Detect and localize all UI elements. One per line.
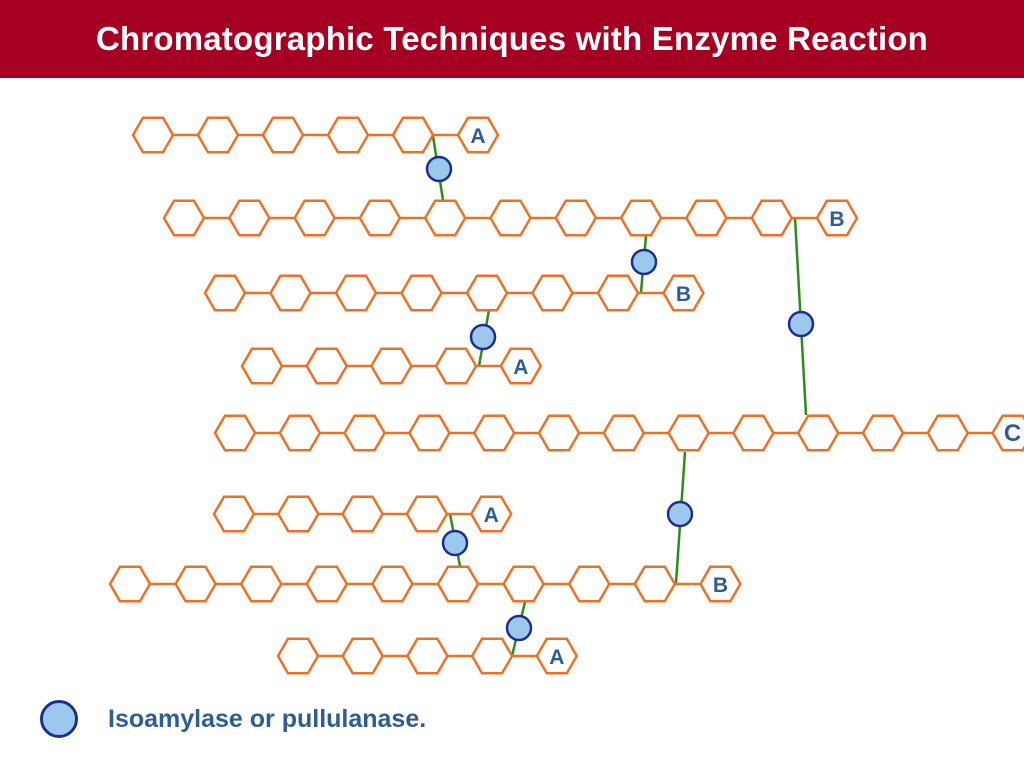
glucose-unit-hexagon [472,414,516,452]
glucose-unit-hexagon [662,274,705,312]
glucose-unit-hexagon [293,199,337,237]
glucose-unit-hexagon [261,116,305,154]
glucose-unit-hexagon [499,347,543,385]
glucose-unit-hexagon [537,414,581,452]
glucose-unit-hexagon [596,274,640,312]
glucose-unit-hexagon [796,414,840,452]
glucose-unit-hexagon [731,414,775,452]
glucose-unit-hexagon [370,565,414,603]
glucose-unit-hexagon [535,637,579,675]
glucose-unit-hexagon [815,199,859,237]
glucose-unit-hexagon [305,565,349,603]
enzyme-cleavage-site-2 [630,248,658,276]
glucose-unit-hexagon [278,414,322,452]
enzyme-cleavage-site-4 [787,310,815,338]
glucose-unit-hexagon [343,414,387,452]
glucose-unit-hexagon [405,637,449,675]
glucose-unit-hexagon [131,116,175,154]
glucose-unit-hexagon [469,495,513,533]
legend: Isoamylase or pullulanase. [40,696,426,742]
enzyme-cleavage-site-7 [505,614,533,642]
glucose-unit-hexagon [405,495,449,533]
glucose-unit-hexagon [227,199,271,237]
enzyme-cleavage-site-5 [666,500,694,528]
glucose-unit-hexagon [750,199,794,237]
glucose-unit-hexagon [269,274,312,312]
glucose-unit-hexagon [334,274,378,312]
glucose-unit-hexagon [276,495,320,533]
chain-label-1: A [470,125,485,148]
glucose-unit-hexagon [108,565,152,603]
chain-label-2: B [829,208,844,231]
glucose-unit-hexagon [633,565,677,603]
glucose-unit-hexagon [213,414,257,452]
glucose-unit-hexagon [174,565,218,603]
glucose-unit-hexagon [341,495,385,533]
glucose-unit-hexagon [470,637,514,675]
glucose-unit-hexagon [305,347,349,385]
glucose-unit-hexagon [554,199,598,237]
glucose-unit-hexagon [358,199,402,237]
chain-label-4: A [513,356,528,379]
glucose-unit-hexagon [212,495,256,533]
enzyme-cleavage-site-6 [441,529,469,557]
glucose-unit-hexagon [240,347,284,385]
page-title: Chromatographic Techniques with Enzyme R… [95,20,929,57]
glucose-unit-hexagon [203,274,247,312]
enzyme-legend-icon [40,700,78,738]
glucose-unit-hexagon [698,565,742,603]
glucose-unit-hexagon [465,274,509,312]
glucose-unit-hexagon [400,274,443,312]
glucose-unit-hexagon [619,199,663,237]
glucose-unit-hexagon [162,199,206,237]
glucose-unit-hexagon [276,637,320,675]
enzyme-cleavage-site-1 [425,155,453,183]
glucose-unit-hexagon [991,414,1024,452]
chain-label-8: A [549,646,564,669]
glucose-unit-hexagon [456,116,500,154]
glucose-unit-hexagon [567,565,611,603]
title-bar: Chromatographic Techniques with Enzyme R… [0,0,1024,78]
glucose-unit-hexagon [239,565,283,603]
glucose-unit-hexagon [602,414,646,452]
glucose-unit-hexagon [196,116,240,154]
glucose-unit-hexagon [436,565,480,603]
glucose-unit-hexagon [861,414,905,452]
glucose-unit-hexagon [489,199,532,237]
glucose-unit-hexagon [667,414,711,452]
chain-label-5: C [1004,420,1021,447]
glucose-unit-hexagon [369,347,413,385]
glucose-unit-hexagon [407,414,451,452]
glucose-unit-hexagon [531,274,574,312]
legend-label: Isoamylase or pullulanase. [108,704,427,733]
chain-label-3: B [676,283,691,306]
glucose-unit-hexagon [391,116,435,154]
glucose-unit-hexagon [502,565,546,603]
glucose-unit-hexagon [326,116,370,154]
glucose-unit-hexagon [434,347,478,385]
glucose-unit-hexagon [341,637,385,675]
chain-label-7: B [713,574,728,597]
glucose-unit-hexagon [926,414,970,452]
enzyme-cleavage-site-3 [469,323,497,351]
glucose-unit-hexagon [423,199,467,237]
chain-label-6: A [484,504,499,527]
glucose-unit-hexagon [684,199,728,237]
